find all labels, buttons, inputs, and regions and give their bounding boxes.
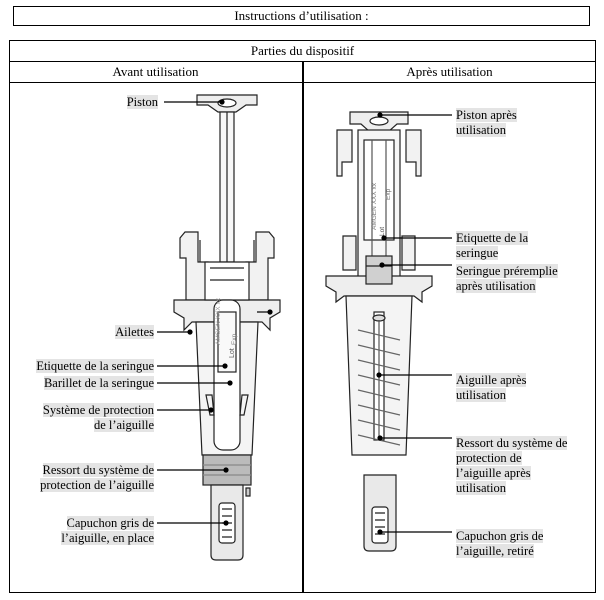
syringe-exp-before: Exp: [231, 333, 238, 345]
column-header-before: Avant utilisation: [112, 64, 199, 79]
column-header-after: Après utilisation: [406, 64, 493, 79]
column-divider: [302, 61, 304, 593]
syringe-lot-after: Lot: [379, 227, 386, 236]
label-barillet: Barillet de la seringue: [43, 376, 154, 390]
label-etiquette-seringue: Etiquette de la seringue: [36, 359, 154, 373]
syringe-exp-after: Exp: [385, 188, 392, 200]
label-ailettes: Ailettes: [115, 325, 154, 339]
table-header: Parties du dispositif: [250, 43, 355, 58]
page-title: Instructions d’utilisation :: [234, 8, 369, 23]
label-piston: Piston: [126, 95, 158, 109]
syringe-name-before: AMGEN XXX xx: [215, 297, 222, 345]
title-bar: [13, 6, 590, 26]
syringe-lot-before: Lot: [229, 348, 236, 358]
syringe-name-after: AMGEN XXX xx: [371, 182, 378, 230]
